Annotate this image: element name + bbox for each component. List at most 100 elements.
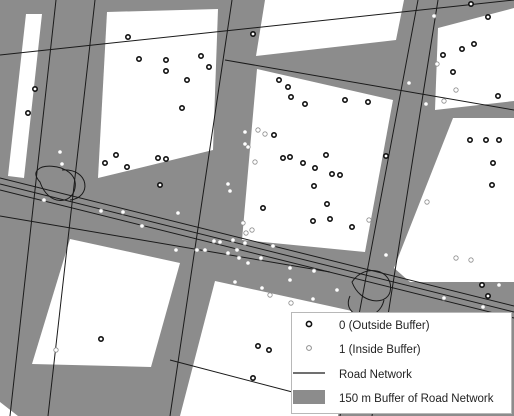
inside-buffer-point <box>225 181 231 187</box>
inside-buffer-point <box>98 208 104 214</box>
inside-buffer-point <box>480 304 486 310</box>
outside-buffer-point <box>309 218 316 225</box>
points-outside-buffer <box>24 0 502 381</box>
inside-buffer-point <box>267 292 273 298</box>
legend-item-buffer: 150 m Buffer of Road Network <box>292 389 513 411</box>
block-center <box>242 69 393 252</box>
inside-buffer-point <box>453 87 459 93</box>
inside-buffer-point <box>230 237 236 243</box>
inside-buffer-point <box>245 144 251 150</box>
inside-buffer-point <box>311 268 317 274</box>
inside-buffer-point <box>287 265 293 271</box>
outside-buffer-point <box>155 155 162 162</box>
inside-buffer-point <box>217 239 223 245</box>
legend-item-road: Road Network <box>292 365 513 387</box>
outside-buffer-point <box>284 84 291 91</box>
legend-item-outside: 0 (Outside Buffer) <box>292 316 513 338</box>
inside-buffer-point <box>57 149 63 155</box>
outside-buffer-point <box>310 183 317 190</box>
inside-buffer-point <box>287 277 293 283</box>
outside-buffer-point <box>382 153 389 160</box>
outside-buffer-point <box>470 40 477 47</box>
inside-buffer-point <box>225 250 231 256</box>
legend-item-inside: 1 (Inside Buffer) <box>292 340 513 362</box>
outside-buffer-point <box>484 14 491 21</box>
outside-buffer-point <box>198 52 205 59</box>
outside-buffer-point <box>494 93 501 100</box>
legend-label-road: Road Network <box>339 369 412 381</box>
white-dot-point-icon <box>303 342 315 354</box>
inside-buffer-point <box>120 209 126 215</box>
outside-buffer-point <box>488 182 495 189</box>
road-vertical-1 <box>9 0 57 416</box>
interchange-loop-right <box>351 270 391 302</box>
inside-buffer-point <box>194 247 200 253</box>
outside-buffer-point <box>136 55 143 62</box>
inside-buffer-point <box>258 255 264 261</box>
outside-buffer-point <box>489 160 496 167</box>
outside-buffer-point <box>250 30 257 37</box>
outside-buffer-point <box>113 152 120 159</box>
dark-ring-point-icon <box>305 320 313 328</box>
outside-buffer-point <box>286 154 293 161</box>
road-top-horizontal <box>0 0 514 56</box>
inside-buffer-point <box>441 295 447 301</box>
block-bottom-left-edge <box>0 402 18 416</box>
road-vertical-2 <box>47 0 96 416</box>
inside-buffer-point <box>242 240 248 246</box>
block-bottom-left <box>32 239 180 367</box>
outside-buffer-point <box>482 137 489 144</box>
buffer-swatch-icon <box>293 390 325 404</box>
road-mid-horizontal <box>0 215 331 273</box>
outside-buffer-point <box>322 152 329 159</box>
inside-buffer-point <box>249 227 255 233</box>
inside-buffer-point <box>424 199 430 205</box>
outside-buffer-point <box>24 110 31 117</box>
inside-buffer-point <box>441 98 447 104</box>
outside-buffer-point <box>478 281 485 288</box>
inside-buffer-point <box>211 238 217 244</box>
outside-buffer-point <box>270 132 277 139</box>
inside-buffer-point <box>245 260 251 266</box>
outside-buffer-point <box>323 201 330 208</box>
block-right <box>394 118 514 282</box>
inside-buffer-point <box>41 197 47 203</box>
inside-buffer-point <box>366 217 372 223</box>
outside-buffer-point <box>328 171 335 178</box>
inside-buffer-point <box>240 220 246 226</box>
inside-buffer-point <box>310 296 316 302</box>
outside-buffer-point <box>206 64 213 71</box>
outside-buffer-point <box>163 56 170 63</box>
block-top-center <box>98 9 218 178</box>
inside-buffer-point <box>236 255 242 261</box>
inside-buffer-point <box>453 255 459 261</box>
outside-buffer-point <box>157 182 164 189</box>
interchange-loop-left <box>35 165 76 201</box>
outside-buffer-point <box>348 224 355 231</box>
outside-buffer-point <box>341 97 348 104</box>
outside-buffer-point <box>458 45 465 52</box>
outside-buffer-point <box>439 51 446 58</box>
outside-buffer-point <box>179 105 186 112</box>
inside-buffer-point <box>139 223 145 229</box>
outside-buffer-point <box>255 342 262 349</box>
inside-buffer-point <box>232 279 238 285</box>
outside-buffer-point <box>466 137 473 144</box>
inside-buffer-point <box>270 243 276 249</box>
outside-buffer-point <box>449 69 456 76</box>
legend-label-buffer: 150 m Buffer of Road Network <box>339 393 494 405</box>
outside-buffer-point <box>326 216 333 223</box>
block-top-right <box>435 8 514 110</box>
inside-buffer-point <box>431 13 437 19</box>
outside-buffer-point <box>31 86 38 93</box>
outside-buffer-point <box>265 346 272 353</box>
road-highway-a <box>0 177 514 307</box>
outside-buffer-point <box>163 68 170 75</box>
inside-buffer-point <box>496 282 502 288</box>
inside-buffer-point <box>255 127 261 133</box>
outside-buffer-point <box>299 160 306 167</box>
inside-buffer-point <box>242 129 248 135</box>
inside-buffer-point <box>288 300 294 306</box>
